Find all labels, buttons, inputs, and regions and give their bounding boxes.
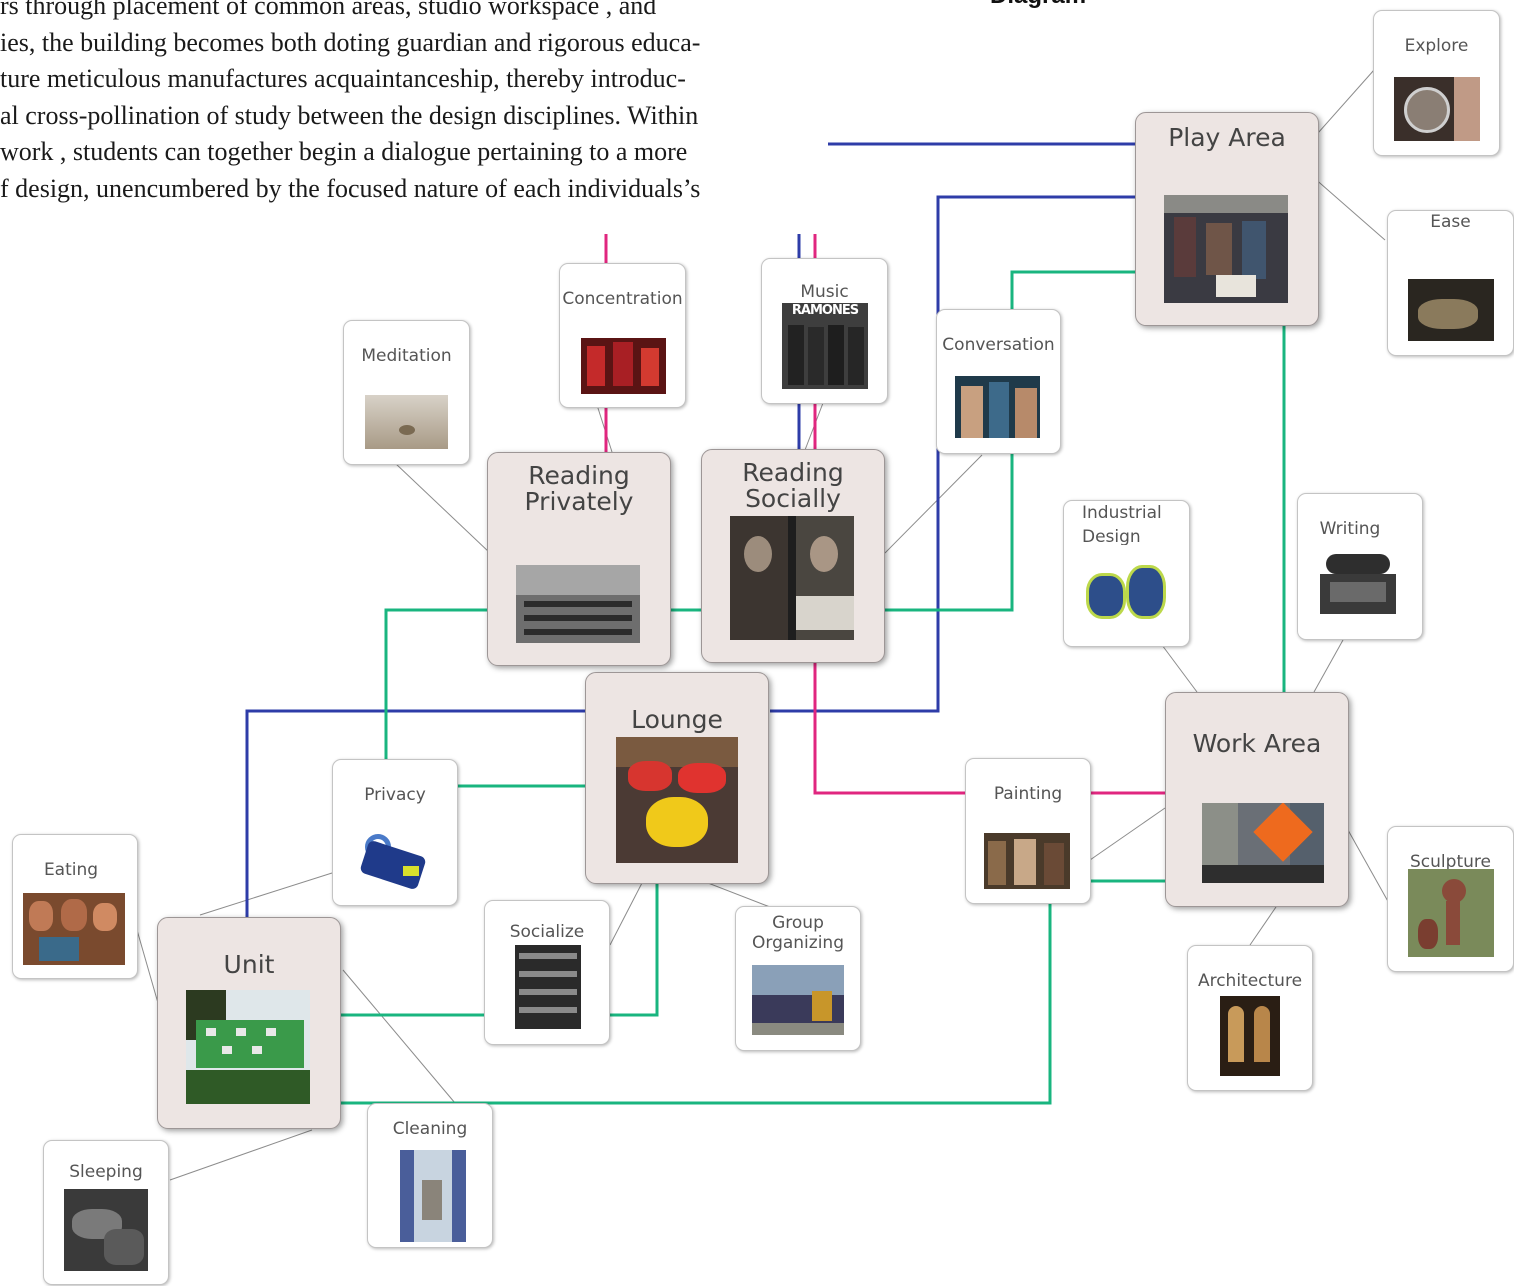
hub-title: Unit bbox=[223, 950, 275, 979]
node-sleeping: Sleeping bbox=[43, 1140, 169, 1285]
node-writing: Writing bbox=[1297, 493, 1423, 640]
connector-painting bbox=[1089, 807, 1166, 861]
privacy-lock-photo bbox=[355, 830, 435, 890]
node-label: Meditation bbox=[361, 346, 452, 366]
library-photo bbox=[516, 565, 640, 643]
sleeping-photo bbox=[64, 1189, 148, 1271]
album-title: RAMONES bbox=[791, 303, 859, 318]
play-area-photo bbox=[1164, 195, 1288, 303]
node-label: Music bbox=[800, 282, 849, 302]
thin-connectors bbox=[136, 69, 1391, 1181]
green-link-unit-lounge bbox=[341, 884, 659, 1017]
node-conversation: Conversation bbox=[936, 309, 1061, 454]
hub-title: Work Area bbox=[1192, 729, 1322, 758]
node-label: Industrial Design bbox=[1082, 503, 1162, 547]
node-label: Writing bbox=[1319, 519, 1381, 539]
node-music: Music RAMONES bbox=[761, 258, 888, 404]
hub-title: Lounge bbox=[631, 705, 723, 734]
node-label: Sleeping bbox=[69, 1162, 143, 1182]
writing-typewriter-photo bbox=[1312, 538, 1404, 624]
node-painting: Painting bbox=[965, 758, 1091, 904]
node-socialize: Socialize bbox=[484, 900, 610, 1045]
industrial-design-photo bbox=[1082, 545, 1168, 631]
lounge-photo bbox=[616, 737, 738, 863]
paragraph-line: ies, the building becomes both doting gu… bbox=[0, 27, 701, 57]
paragraph-line: ture meticulous manufactures acquaintanc… bbox=[0, 64, 686, 93]
work-area-hub: Work Area bbox=[1165, 692, 1349, 907]
green-link-unit-work bbox=[341, 879, 1165, 1105]
node-privacy: Privacy bbox=[332, 759, 458, 906]
node-sculpture: Sculpture bbox=[1387, 826, 1514, 972]
connector-meditation bbox=[394, 462, 491, 554]
sculpture-photo bbox=[1408, 869, 1494, 957]
ease-photo bbox=[1408, 279, 1494, 341]
connector-group-organizing bbox=[707, 882, 771, 908]
intro-paragraph: rs through placement of common areas, st… bbox=[0, 0, 830, 207]
cleaning-photo bbox=[400, 1150, 466, 1242]
connector-eating bbox=[136, 929, 161, 1011]
socialize-photo bbox=[515, 945, 581, 1029]
eating-photo bbox=[23, 893, 125, 965]
group-organizing-photo bbox=[752, 965, 844, 1035]
connector-socialize bbox=[609, 882, 643, 946]
node-label: Conversation bbox=[942, 335, 1055, 355]
node-explore: Explore bbox=[1373, 10, 1500, 156]
meditation-photo bbox=[365, 395, 448, 449]
unit-photo bbox=[186, 990, 310, 1104]
node-industrial-design: Industrial Design bbox=[1063, 500, 1190, 647]
node-ease: Ease bbox=[1387, 210, 1514, 356]
concentration-photo bbox=[581, 338, 666, 394]
node-architecture: Architecture bbox=[1187, 945, 1313, 1091]
connector-architecture bbox=[1249, 906, 1277, 946]
connector-conversation bbox=[884, 454, 983, 554]
node-label: Eating bbox=[43, 860, 99, 880]
diagram-heading: Diagram bbox=[990, 0, 1086, 10]
lounge-hub: Lounge bbox=[585, 672, 769, 884]
node-concentration: Concentration bbox=[559, 263, 686, 408]
reading-privately-hub: Reading Privately bbox=[487, 452, 671, 666]
conversation-photo bbox=[955, 376, 1040, 438]
node-label: Socialize bbox=[509, 922, 585, 942]
connector-privacy bbox=[199, 872, 333, 916]
painting-photo bbox=[984, 833, 1070, 889]
node-label: Painting bbox=[993, 784, 1063, 804]
hub-title: Reading Privately bbox=[524, 461, 634, 516]
connector-writing bbox=[1313, 639, 1344, 693]
node-label: Architecture bbox=[1197, 971, 1303, 991]
node-label: Ease bbox=[1430, 212, 1471, 232]
work-area-photo bbox=[1202, 803, 1324, 883]
node-cleaning: Cleaning bbox=[367, 1103, 493, 1248]
node-label: Sculpture bbox=[1410, 852, 1491, 872]
hub-title: Play Area bbox=[1168, 123, 1286, 152]
node-label: Group Organizing bbox=[752, 913, 844, 953]
play-area-hub: Play Area bbox=[1135, 112, 1319, 326]
node-eating: Eating bbox=[12, 834, 138, 979]
node-label: Privacy bbox=[364, 785, 426, 805]
hub-title: Reading Socially bbox=[742, 458, 844, 513]
paragraph-line: al cross-pollination of study between th… bbox=[0, 100, 699, 130]
reading-photo bbox=[730, 516, 854, 640]
connector-explore bbox=[1309, 69, 1375, 143]
node-meditation: Meditation bbox=[343, 320, 470, 465]
node-label: Cleaning bbox=[392, 1119, 468, 1139]
node-group-organizing: Group Organizing bbox=[735, 906, 861, 1051]
green-link-lounge-reading bbox=[384, 608, 585, 788]
architecture-photo bbox=[1220, 996, 1280, 1076]
connector-sleeping bbox=[169, 1129, 313, 1181]
green-links bbox=[341, 270, 1286, 1105]
node-label: Concentration bbox=[562, 289, 683, 309]
blue-link-unit-lounge bbox=[245, 709, 585, 917]
connector-sculpture bbox=[1347, 829, 1391, 906]
connector-industrial-design bbox=[1161, 644, 1198, 693]
reading-socially-hub: Reading Socially bbox=[701, 449, 885, 663]
connector-cleaning bbox=[342, 969, 456, 1104]
node-label: Explore bbox=[1404, 36, 1469, 56]
explore-photo bbox=[1394, 77, 1480, 141]
blue-link-lounge-play bbox=[770, 195, 1136, 713]
music-album-photo: RAMONES bbox=[782, 303, 868, 389]
paragraph-line: f design, unencumbered by the focused na… bbox=[0, 173, 701, 203]
paragraph-line: rs through placement of common areas, st… bbox=[0, 0, 657, 20]
paragraph-line: work , students can together begin a dia… bbox=[0, 137, 688, 166]
unit-hub: Unit bbox=[157, 917, 341, 1129]
